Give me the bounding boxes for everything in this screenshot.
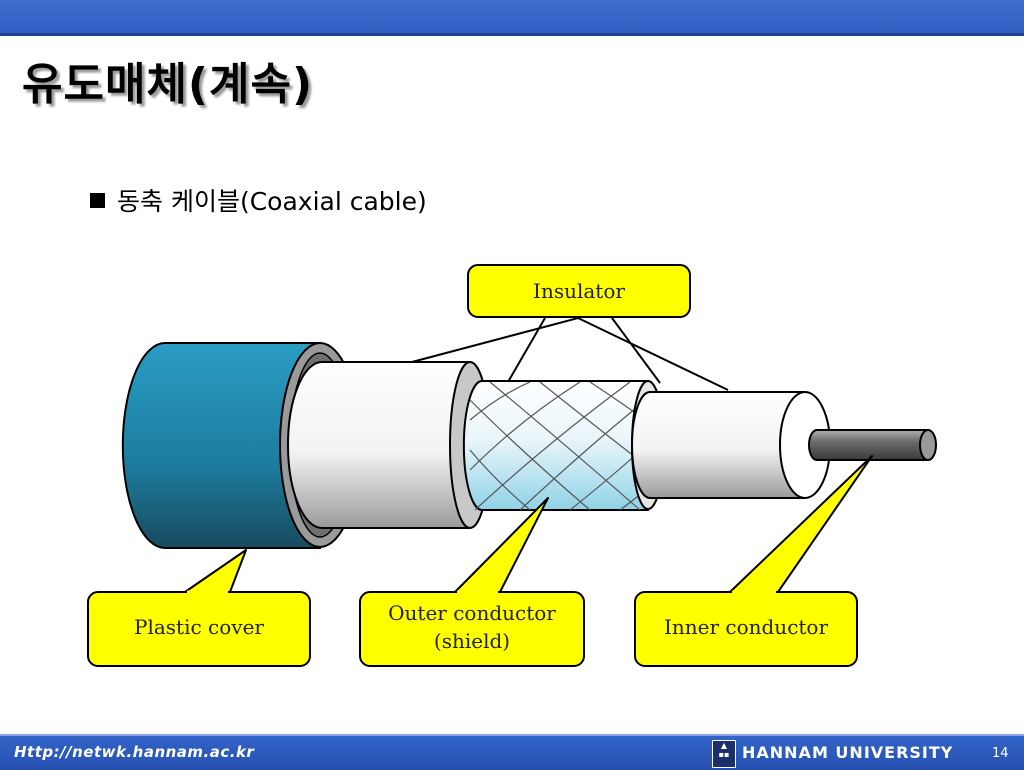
top-bar xyxy=(0,0,1024,36)
inner-conductor-rod xyxy=(808,429,937,461)
page-number: 14 xyxy=(992,746,1009,761)
bullet-square-icon xyxy=(90,192,105,208)
bullet-text: 동축 케이블(Coaxial cable) xyxy=(117,187,427,216)
university-logo-icon: ▲▪▪ xyxy=(712,740,736,768)
inner-conductor-callout: Inner conductor xyxy=(634,455,873,667)
plastic-cover-callout: Plastic cover xyxy=(87,549,311,667)
bullet-item: 동축 케이블(Coaxial cable) xyxy=(90,182,427,218)
outer-insulation-layer xyxy=(287,361,491,529)
plastic-cover-label: Plastic cover xyxy=(134,615,264,639)
inner-insulator xyxy=(631,391,831,499)
inner-conductor-label: Inner conductor xyxy=(664,615,829,639)
outer-conductor-label-line2: (shield) xyxy=(434,629,510,653)
footer-bar: Http://netwk.hannam.ac.kr ▲▪▪ HANNAM UNI… xyxy=(0,734,1024,770)
footer-url-link[interactable]: Http://netwk.hannam.ac.kr xyxy=(14,743,255,761)
slide-title: 유도매체(계속) xyxy=(22,59,314,110)
outer-conductor-label-line1: Outer conductor xyxy=(388,601,556,625)
insulator-label: Insulator xyxy=(533,279,625,303)
outer-conductor-callout: Outer conductor (shield) xyxy=(359,497,585,667)
footer-university-name: HANNAM UNIVERSITY xyxy=(742,743,954,762)
insulator-callout: Insulator xyxy=(467,264,691,318)
